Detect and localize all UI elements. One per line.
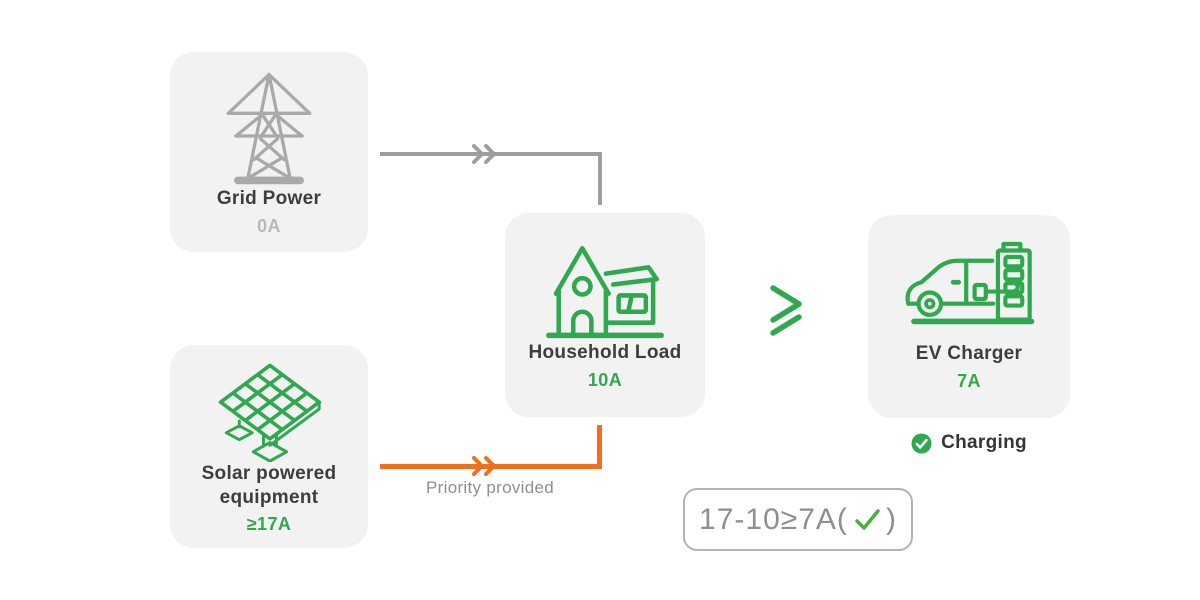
formula-prefix: 17-10≥7A( <box>699 502 848 536</box>
grid-to-household-line <box>380 152 602 156</box>
charging-status-label: Charging <box>941 432 1027 453</box>
grid-power-value: 0A <box>257 215 281 236</box>
priority-provided-label: Priority provided <box>426 478 554 497</box>
household-node: Household Load 10A <box>505 213 705 417</box>
ev-charging-icon <box>905 241 1035 325</box>
check-circle-icon <box>911 433 932 453</box>
grid-power-label: Grid Power <box>216 188 322 210</box>
gray-flow-arrow-icon <box>472 144 496 164</box>
ev-charger-value: 7A <box>957 370 981 391</box>
formula-box: 17-10≥7A( ) <box>683 488 913 551</box>
solar-node: Solar powered equipment ≥17A <box>170 345 368 548</box>
ev-charger-node: EV Charger 7A <box>868 215 1070 418</box>
ev-charger-label: EV Charger <box>915 343 1023 365</box>
check-icon <box>855 508 880 530</box>
solar-panel-icon <box>218 363 322 462</box>
household-label: Household Load <box>528 342 682 364</box>
household-value: 10A <box>587 369 623 390</box>
charging-status: Charging <box>868 432 1070 454</box>
grid-to-household-line-drop <box>598 152 602 205</box>
transmission-tower-icon <box>226 72 312 185</box>
orange-flow-arrow-icon <box>472 456 496 476</box>
solar-value: ≥17A <box>246 514 292 535</box>
greater-equal-icon <box>770 285 802 336</box>
solar-to-household-line-rise <box>597 425 602 469</box>
solar-label: Solar powered equipment <box>201 462 337 508</box>
grid-power-node: Grid Power 0A <box>170 52 368 252</box>
formula-suffix: ) <box>885 502 897 536</box>
house-icon <box>546 246 664 339</box>
